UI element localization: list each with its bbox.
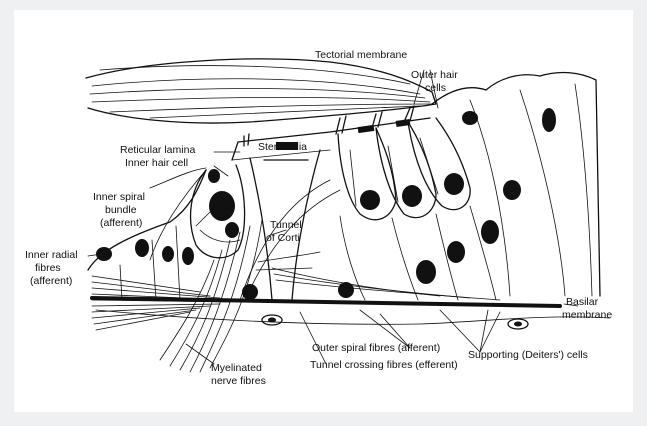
inner-sulcus-cells — [88, 168, 206, 300]
label-stereocilia: Stereocilia — [258, 141, 307, 153]
label-outer-hair-cells-line1: Outer hair — [411, 69, 458, 81]
label-inner-radial-fibres-line2: fibres — [35, 262, 61, 274]
label-tectorial-membrane: Tectorial membrane — [315, 49, 407, 61]
label-outer-spiral-fibres: Outer spiral fibres (afferent) — [312, 342, 440, 354]
leader-lines — [88, 70, 578, 364]
label-supporting-deiters-cells: Supporting (Deiters') cells — [468, 349, 588, 361]
label-myelinated-nerve-fibres-line1: Myelinated — [211, 362, 262, 374]
outer-spiral-fibres — [272, 268, 500, 300]
label-reticular-lamina: Reticular lamina — [120, 144, 195, 156]
label-outer-hair-cells-line2: cells — [425, 82, 446, 94]
outer-hair-cells — [338, 118, 470, 220]
reticular-lamina — [232, 118, 430, 160]
label-tunnel-of-corti-line2: of Corti — [266, 232, 300, 244]
label-inner-radial-fibres-line3: (afferent) — [30, 275, 72, 287]
label-inner-spiral-bundle-line2: bundle — [105, 204, 137, 216]
label-basilar-membrane-line1: Basilar — [566, 296, 599, 308]
label-inner-spiral-bundle-line3: (afferent) — [100, 217, 142, 229]
label-tunnel-crossing-fibres: Tunnel crossing fibres (efferent) — [310, 359, 458, 371]
label-inner-radial-fibres-line1: Inner radial — [25, 249, 78, 261]
label-myelinated-nerve-fibres-line2: nerve fibres — [211, 375, 266, 387]
label-basilar-membrane-line2: membrane — [562, 309, 612, 321]
label-inner-hair-cell: Inner hair cell — [125, 157, 188, 169]
tectorial-membrane — [86, 59, 436, 123]
label-inner-spiral-bundle-line1: Inner spiral — [93, 191, 145, 203]
stereocilia — [244, 106, 414, 146]
label-tunnel-of-corti-line1: Tunnel — [270, 219, 302, 231]
